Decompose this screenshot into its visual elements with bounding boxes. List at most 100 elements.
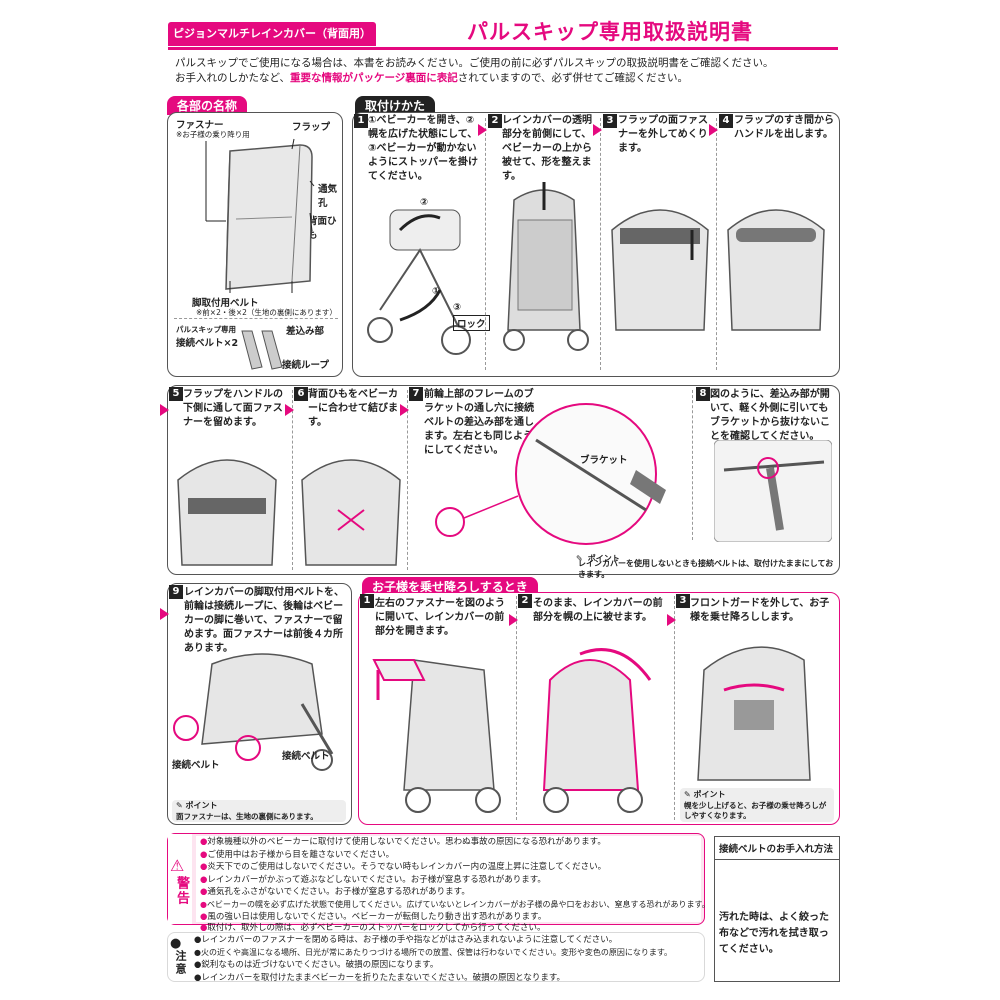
warning-label: 警告 <box>174 876 189 906</box>
header-rule <box>168 47 838 50</box>
step9-panel <box>167 583 352 825</box>
step6-text: 背面ひもをベビーカーに合わせて結びます。 <box>308 389 398 428</box>
parts-panel: ファスナー ※お子様の乗り降り用 フラップ 通気孔 背面ひも 脚取付用ベルト ※… <box>167 112 343 377</box>
intro-highlight: 重要な情報がパッケージ裏面に表記 <box>289 72 458 84</box>
care-text: 汚れた時は、よく絞った布などで汚れを拭き取ってください。 <box>719 912 829 955</box>
step-separator <box>292 390 293 570</box>
warning-item: ●炎天下でのご使用はしないでください。そうでない時もレインカバー内の温度上昇に注… <box>200 862 607 872</box>
caution-box <box>167 932 705 982</box>
lightbulb-icon: ✎ <box>684 790 691 799</box>
ride-tab: お子様を乗せ降ろしするとき <box>362 577 538 596</box>
leg-belt-label: 脚取付用ベルト <box>192 298 259 309</box>
step-separator <box>716 118 717 370</box>
step7-text: 前輪上部のフレームのブラケットの通し穴に接続ベルトの差込み部を通します。左右とも… <box>424 389 534 456</box>
vent-label: 通気孔 <box>318 184 338 209</box>
lock-label: ロック <box>453 315 490 331</box>
step9-text: レインカバーの脚取付用ベルトを、前輪は接続ループに、後輪はベビーカーの脚に巻いて… <box>184 587 344 654</box>
fastener-label: ファスナー <box>176 120 224 131</box>
step1-text: ①ベビーカーを開き、②幌を広げた状態にして、③ベビーカーが動かないようにストッパ… <box>368 115 478 182</box>
step1-number: 1 <box>354 114 368 128</box>
point7-text: レインカバーを使用しないときも接続ベルトは、取付けたままにしておきます。 <box>578 559 834 579</box>
leg-belt-note: ※前×2・後×2（生地の裏側にあります） <box>196 308 337 317</box>
step-separator <box>692 390 693 540</box>
rain-cover-illustration <box>205 138 315 293</box>
bracket-label: ブラケット <box>580 455 628 466</box>
ride-step2-illustration <box>542 648 652 813</box>
step7-number: 7 <box>409 387 423 401</box>
care-box: 接続ベルトのお手入れ方法 汚れた時は、よく絞った布などで汚れを拭き取ってください… <box>714 836 840 982</box>
step8-illustration <box>714 440 832 542</box>
step1-illustration <box>367 209 471 355</box>
warning-list: ●対象機種以外のベビーカーに取付けて使用しないでください。思わぬ事故の原因になる… <box>196 836 710 922</box>
step6-illustration <box>301 459 401 566</box>
attach-tab: 取付けかた <box>355 96 436 115</box>
header-tag: ピジョンマルチレインカバー（背面用） <box>168 22 376 46</box>
ride-point-label: ポイント <box>693 790 726 799</box>
step2-illustration <box>503 182 589 351</box>
caution-circle-icon: ● <box>170 936 182 951</box>
point9-text: 面ファスナーは、生地の裏側にあります。 <box>176 812 318 821</box>
point9-box: ✎ ポイント 面ファスナーは、生地の裏側にあります。 <box>172 800 346 822</box>
step4-illustration <box>727 209 825 331</box>
conn-belt-left-label: 接続ベルト <box>172 760 220 771</box>
pink-arrow-icon <box>400 404 409 416</box>
ride-point-text: 幌を少し上げると、お子様の乗せ降ろしがしやすくなります。 <box>684 801 827 820</box>
warning-item: ●風の強い日は使用しないでください。ベビーカーが転倒したり動き出す恐れがあります… <box>200 912 547 922</box>
caution-item: ●火の近くや高温になる場所、日光が常にあたりつづける場所での放置、保管は行わない… <box>194 947 673 957</box>
warning-item: ●ご使用中はお子様から目を離さないでください。 <box>200 849 395 860</box>
lightbulb-icon: ✎ <box>576 554 583 563</box>
belt-illustration <box>241 330 283 370</box>
intro-line2: お手入れのしかたなど、重要な情報がパッケージ裏面に表記されていますので、必ず併せ… <box>175 72 689 84</box>
caution-item: ●レインカバーのファスナーを閉める時は、お子様の手や指などがはさみ込まれないよう… <box>194 935 618 945</box>
intro-text: パルスキップでご使用になる場合は、本書をお読みください。ご使用の前に必ずパルスキ… <box>175 56 840 86</box>
intro-line1: パルスキップでご使用になる場合は、本書をお読みください。ご使用の前に必ずパルスキ… <box>175 57 774 69</box>
pink-arrow-icon <box>160 404 169 416</box>
step7-illustration <box>435 403 666 545</box>
warning-triangle-icon: ⚠ <box>170 856 185 875</box>
caution-item: ●レインカバーを取付けたままベビーカーを折りたたまないでください。破損の原因とな… <box>194 972 566 983</box>
insert-label: 差込み部 <box>286 326 325 337</box>
pink-arrow-icon <box>285 404 294 416</box>
step8-text: 図のように、差込み部が開いて、軽く外側に引いてもブラケットから抜けないことを確認… <box>710 389 830 442</box>
back-string-label: 背面ひも <box>308 216 337 241</box>
warning-item: ●レインカバーがかぶって遊ぶなどしないでください。お子様が窒息する恐れがあります… <box>200 874 546 885</box>
ride-step3-number: 3 <box>676 594 690 608</box>
ride-step3-text: フロントガードを外して、お子様を乗せ降ろしします。 <box>690 598 830 623</box>
step-separator <box>674 596 675 820</box>
parts-tab: 各部の名称 <box>167 96 248 115</box>
point7-label: ポイント <box>587 554 620 563</box>
step6-number: 6 <box>294 387 308 401</box>
step5-illustration <box>177 459 277 566</box>
step8-number: 8 <box>696 387 710 401</box>
warning-item: ●ベビーカーの幌を必ず広げた状態で使用してください。広げていないとレインカバーが… <box>200 899 710 909</box>
step5-text: フラップをハンドルの下側に通して面ファスナーを留めます。 <box>183 389 283 428</box>
step-separator <box>600 118 601 370</box>
lightbulb-icon: ✎ <box>176 801 183 810</box>
ride-step1-number: 1 <box>360 594 374 608</box>
loop-label: 接続ループ <box>282 360 329 371</box>
warning-item: ●通気孔をふさがないでください。お子様が窒息する恐れがあります。 <box>200 887 470 897</box>
caution-label: 注意 <box>174 950 187 976</box>
step3-illustration <box>611 209 709 331</box>
belt-caption1: パルスキップ専用 <box>176 325 236 334</box>
ride-step2-number: 2 <box>518 594 532 608</box>
circle2-label: ② <box>420 197 429 208</box>
step-separator <box>516 596 517 820</box>
caution-list: ●レインカバーのファスナーを閉める時は、お子様の手や指などがはさみ込まれないよう… <box>194 934 702 984</box>
step3-text: フラップの面ファスナーを外してめくります。 <box>618 115 708 154</box>
pink-arrow-icon <box>509 614 518 626</box>
pink-arrow-icon <box>478 124 487 136</box>
ride-step3-illustration <box>697 646 811 781</box>
parts-divider <box>174 318 338 319</box>
circle3-label: ③ <box>453 302 462 313</box>
ride-point-box: ✎ ポイント 幌を少し上げると、お子様の乗せ降ろしがしやすくなります。 <box>680 788 834 822</box>
step-separator <box>407 390 408 570</box>
conn-belt-right-label: 接続ベルト <box>282 751 330 762</box>
point9-label: ポイント <box>185 801 218 810</box>
warning-item: ●対象機種以外のベビーカーに取付けて使用しないでください。思わぬ事故の原因になる… <box>200 837 606 847</box>
warning-item: ●取付け、取外しの際は、必ずベビーカーのストッパーをロックしてから行ってください… <box>200 923 546 933</box>
page-title: パルスキップ専用取扱説明書 <box>467 20 753 44</box>
point-row-7: ✎ ポイント <box>576 546 620 565</box>
step3-number: 3 <box>603 114 617 128</box>
step2-text: レインカバーの透明部分を前側にして、ベビーカーの上から被せて、形を整えます。 <box>502 115 592 182</box>
